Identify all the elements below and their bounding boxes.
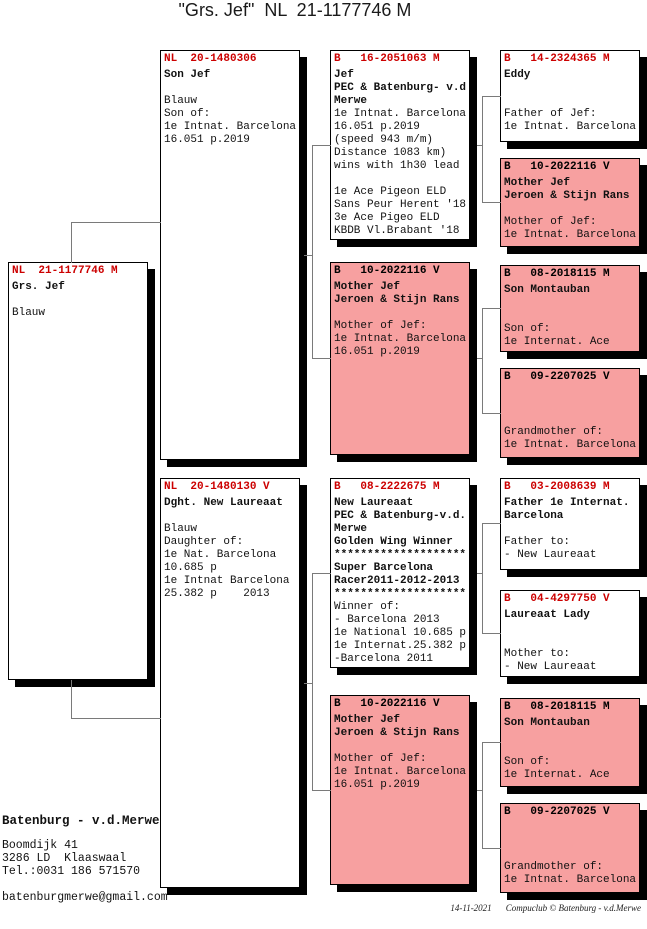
connector-line <box>477 358 483 359</box>
box-dam-dam-dam: B 09-2207025 V Grandmother of: 1e Intnat… <box>500 803 640 893</box>
ring-number: B 09-2207025 V <box>504 371 610 383</box>
pigeon-details: Son of: 1e Internat. Ace <box>504 323 610 348</box>
box-dam-sire: B 08-2222675 M New Laureaat PEC & Batenb… <box>330 478 470 668</box>
connector-line <box>71 718 161 719</box>
pigeon-names: Jef PEC & Batenburg- v.d Merwe <box>334 69 467 107</box>
pigeon-names: Son Montauban <box>504 284 590 296</box>
connector-line <box>304 683 313 684</box>
ring-number: NL 21-1177746 M <box>12 265 118 277</box>
connector-line <box>482 523 501 524</box>
box-sire-sire-sire: B 14-2324365 M Eddy Father of Jef: 1e In… <box>500 50 640 142</box>
connector-line <box>312 358 331 359</box>
pigeon-names: Father 1e Internat. Barcelona <box>504 497 630 522</box>
box-sire: NL 20-1480306 Son Jef Blauw Son of: 1e I… <box>160 50 300 460</box>
box-subject: NL 21-1177746 M Grs. Jef Blauw <box>8 262 148 680</box>
connector-line <box>482 523 483 634</box>
contact-name: Batenburg - v.d.Merwe <box>2 814 160 828</box>
box-dam-sire-dam: B 04-4297750 V Laureaat Lady Mother to: … <box>500 590 640 677</box>
connector-line <box>312 790 331 791</box>
connector-line <box>71 222 161 223</box>
connector-line <box>482 96 483 203</box>
ring-number: B 10-2022116 V <box>334 265 440 277</box>
ring-number: B 09-2207025 V <box>504 806 610 818</box>
box-dam-sire-sire: B 03-2008639 M Father 1e Internat. Barce… <box>500 478 640 570</box>
ring-number: B 08-2018115 M <box>504 268 610 280</box>
connector-line <box>482 742 483 849</box>
pigeon-details: Mother of Jef: 1e Intnat. Barcelona 16.0… <box>334 753 467 791</box>
connector-line <box>312 573 313 791</box>
box-dam-dam: B 10-2022116 V Mother Jef Jeroen & Stijn… <box>330 695 470 885</box>
connector-line <box>482 308 501 309</box>
connector-line <box>304 255 313 256</box>
connector-line <box>482 848 501 849</box>
connector-line <box>482 413 501 414</box>
pigeon-details: Grandmother of: 1e Intnat. Barcelona <box>504 861 637 886</box>
pigeon-names: Son Montauban <box>504 717 590 729</box>
pigeon-details: Mother of Jef: 1e Intnat. Barcelona 16.0… <box>334 320 467 358</box>
pigeon-names: Dght. New Laureaat <box>164 497 283 509</box>
pigeon-names: Laureaat Lady <box>504 609 590 621</box>
connector-line <box>482 202 501 203</box>
box-dam: NL 20-1480130 V Dght. New Laureaat Blauw… <box>160 478 300 888</box>
pigeon-details: Winner of: - Barcelona 2013 1e National … <box>334 601 467 665</box>
pigeon-details: Father of Jef: 1e Intnat. Barcelona <box>504 108 637 133</box>
ring-number: B 08-2018115 M <box>504 701 610 713</box>
ring-number: NL 20-1480130 V <box>164 481 270 493</box>
ring-number: B 14-2324365 M <box>504 53 610 65</box>
connector-line <box>482 633 501 634</box>
ring-number: B 10-2022116 V <box>334 698 440 710</box>
pigeon-details: Grandmother of: 1e Intnat. Barcelona <box>504 426 637 451</box>
pigeon-details: Blauw <box>12 307 46 319</box>
box-sire-dam: B 10-2022116 V Mother Jef Jeroen & Stijn… <box>330 262 470 455</box>
box-sire-dam-sire: B 08-2018115 M Son Montauban Son of: 1e … <box>500 265 640 352</box>
pigeon-details: Blauw Daughter of: 1e Nat. Barcelona 10.… <box>164 523 290 600</box>
ring-number: B 08-2222675 M <box>334 481 440 493</box>
connector-line <box>71 680 72 719</box>
connector-line <box>482 308 483 414</box>
pigeon-names: Grs. Jef <box>12 281 65 293</box>
box-dam-dam-sire: B 08-2018115 M Son Montauban Son of: 1e … <box>500 698 640 787</box>
contact-block: Batenburg - v.d.Merwe Boomdijk 41 3286 L… <box>2 814 168 905</box>
page-title: "Grs. Jef" NL 21-1177746 M <box>178 0 412 20</box>
pigeon-details: Father to: - New Laureaat <box>504 536 597 561</box>
pigeon-names: Son Jef <box>164 69 211 81</box>
pigeon-details: Son of: 1e Internat. Ace <box>504 756 610 781</box>
ring-number: B 10-2022116 V <box>504 161 610 173</box>
footer: 14-11-2021 Compuclub © Batenburg - v.d.Me… <box>436 903 641 913</box>
pigeon-details: Mother to: - New Laureaat <box>504 648 597 673</box>
ring-number: NL 20-1480306 <box>164 53 257 65</box>
pigeon-names: Eddy <box>504 69 531 81</box>
box-sire-sire: B 16-2051063 M Jef PEC & Batenburg- v.d … <box>330 50 470 240</box>
connector-line <box>482 96 501 97</box>
pigeon-details: 1e Intnat. Barcelona 16.051 p.2019 (spee… <box>334 108 467 237</box>
connector-line <box>312 145 313 359</box>
connector-line <box>312 573 331 574</box>
pigeon-names: New Laureaat PEC & Batenburg-v.d. Merwe … <box>334 497 467 600</box>
footer-credit: Compuclub © Batenburg - v.d.Merwe <box>505 903 641 913</box>
contact-email: batenburgmerwe@gmail.com <box>2 891 168 904</box>
pigeon-details: Mother of Jef: 1e Intnat. Barcelona <box>504 216 637 241</box>
ring-number: B 16-2051063 M <box>334 53 440 65</box>
ring-number: B 03-2008639 M <box>504 481 610 493</box>
connector-line <box>71 222 72 263</box>
contact-address: Boomdijk 41 3286 LD Klaaswaal Tel.:0031 … <box>2 839 141 878</box>
pigeon-names: Mother Jef Jeroen & Stijn Rans <box>504 177 630 202</box>
connector-line <box>477 573 483 574</box>
connector-line <box>477 145 483 146</box>
footer-date: 14-11-2021 <box>450 903 492 913</box>
box-sire-sire-dam: B 10-2022116 V Mother Jef Jeroen & Stijn… <box>500 158 640 247</box>
ring-number: B 04-4297750 V <box>504 593 610 605</box>
connector-line <box>482 742 501 743</box>
connector-line <box>477 790 483 791</box>
box-sire-dam-dam: B 09-2207025 V Grandmother of: 1e Intnat… <box>500 368 640 458</box>
pigeon-names: Mother Jef Jeroen & Stijn Rans <box>334 714 460 739</box>
pigeon-details: Blauw Son of: 1e Intnat. Barcelona 16.05… <box>164 95 297 146</box>
connector-line <box>312 145 331 146</box>
pigeon-names: Mother Jef Jeroen & Stijn Rans <box>334 281 460 306</box>
